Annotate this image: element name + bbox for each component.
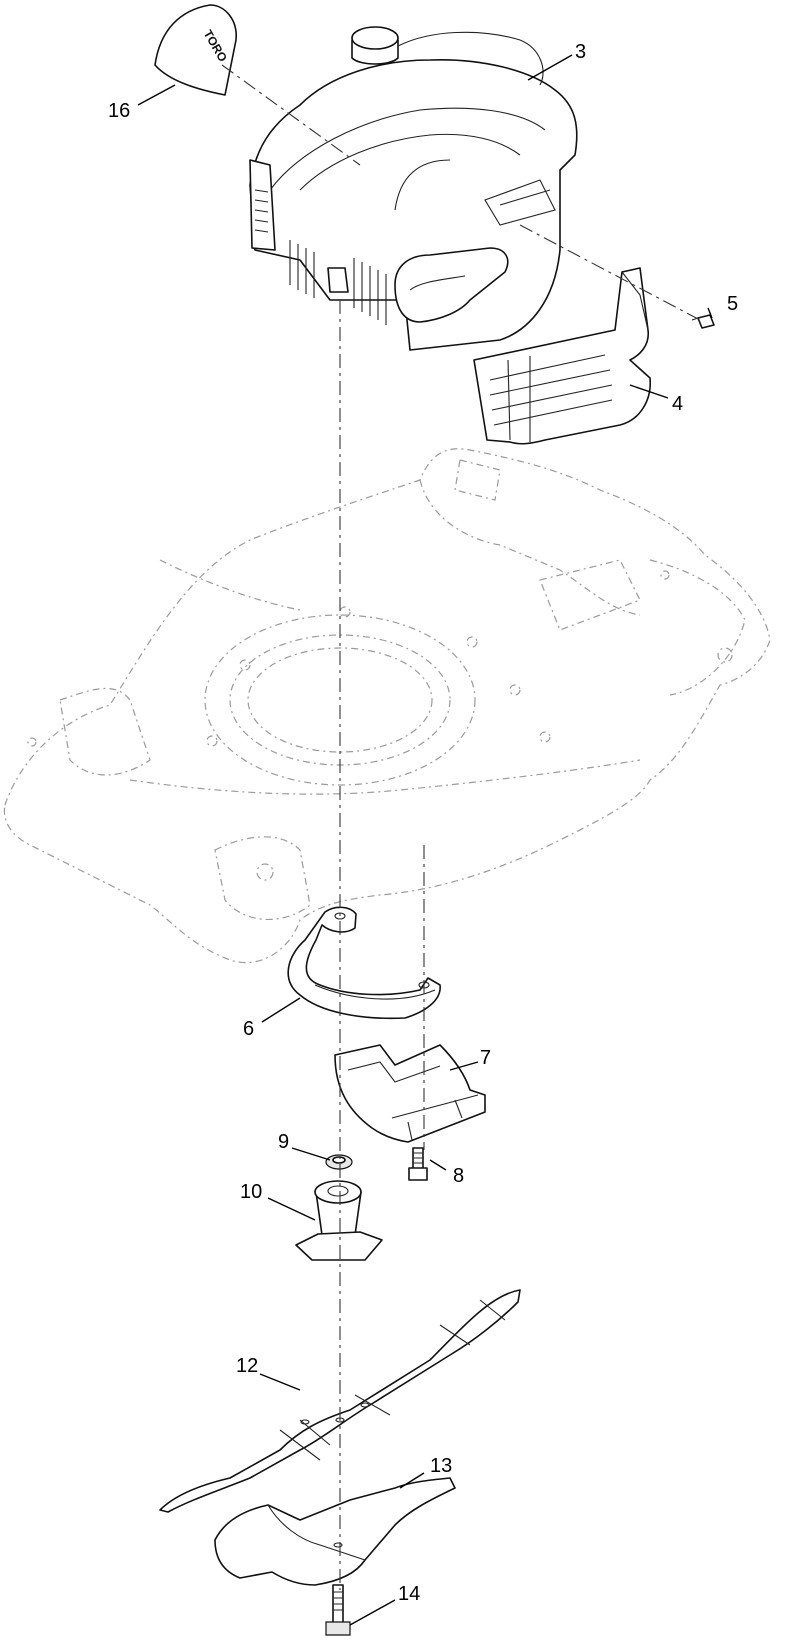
- callout-14: 14: [398, 1583, 420, 1605]
- assembly-lines: [221, 64, 701, 1590]
- callout-10: 10: [240, 1181, 262, 1203]
- baffle-6: [287, 906, 441, 1020]
- mower-deck: [3, 448, 771, 964]
- callout-7: 7: [480, 1047, 491, 1069]
- toro-decal: TORO: [154, 4, 237, 96]
- callout-3: 3: [575, 41, 586, 63]
- callout-13: 13: [430, 1455, 452, 1477]
- bolt-8: [408, 1147, 428, 1181]
- callout-4: 4: [672, 393, 683, 415]
- muffler-guard: [473, 267, 651, 445]
- callout-9: 9: [278, 1131, 289, 1153]
- callout-6: 6: [243, 1018, 254, 1040]
- leader-lines: [137, 54, 713, 1626]
- callout-12: 12: [236, 1355, 258, 1377]
- blade-adapter-10: [295, 1180, 383, 1261]
- bolt-14: [325, 1584, 351, 1636]
- bracket-7: [334, 1044, 486, 1143]
- callout-8: 8: [453, 1165, 464, 1187]
- callout-5: 5: [727, 293, 738, 315]
- washer-9: [325, 1154, 353, 1170]
- cooling-fins: [289, 240, 387, 325]
- callout-16: 16: [108, 100, 130, 122]
- baffle-13: [214, 1477, 456, 1586]
- engine-assembly: [249, 26, 578, 351]
- callout-labels: 3 4 5 6 7 8 9 10 12 13 14 16: [108, 41, 738, 1605]
- blade-12: [159, 1289, 521, 1513]
